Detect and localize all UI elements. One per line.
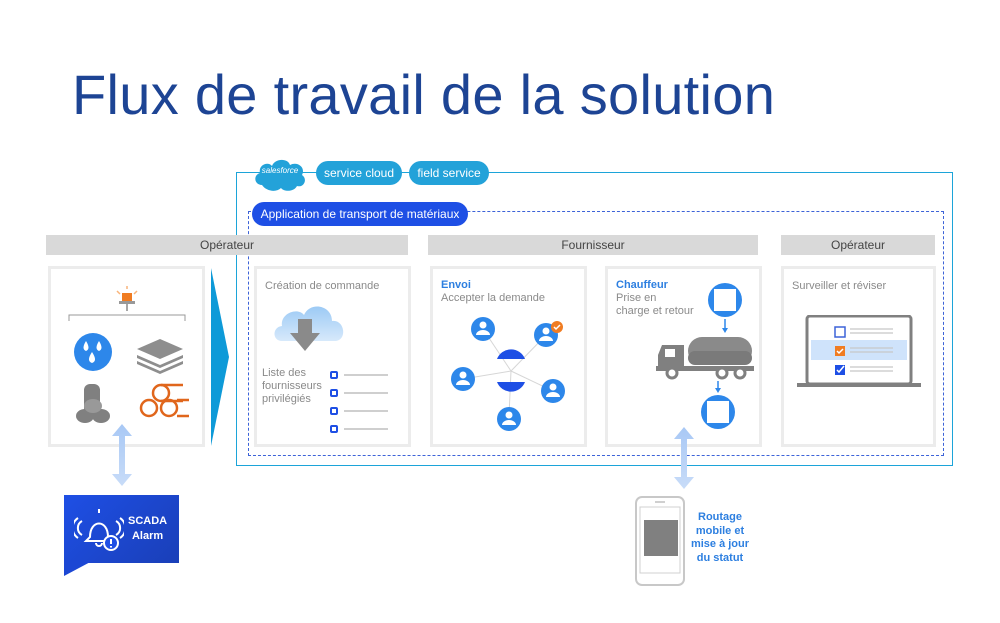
bidirectional-arrow-icon [112,424,132,486]
driver-card: Chauffeur Prise en charge et retour [605,266,762,447]
pickup-location-icon [708,283,742,317]
service-cloud-pill: service cloud [316,161,402,185]
truck-route-illustration [656,283,754,429]
pipes-icon [76,384,110,423]
field-service-pill: field service [409,161,489,185]
scada-speech-tail [64,560,94,576]
checkbox-icon [330,371,338,379]
page-title: Flux de travail de la solution [72,63,776,126]
app-label-pill: Application de transport de matériaux [252,202,468,226]
cloud-download-icon [274,306,344,351]
order-creation-card: Création de commande Liste des fournisse… [254,266,411,447]
monitor-card: Surveiller et réviser [781,266,936,447]
bidirectional-arrow-icon [674,427,694,489]
alarm-beacon-icon [116,286,138,311]
dispatch-subtitle: Accepter la demande [441,292,545,304]
stacked-sheets-icon [137,339,183,374]
dispatch-card: Envoi Accepter la demande [430,266,587,447]
supplier-list-row [330,366,388,384]
alarm-bell-icon [74,509,124,551]
mobile-routing-label: Routage mobile et mise à jour du statut [690,511,750,564]
logs-icon [139,383,189,418]
tanker-truck-icon [656,337,754,380]
person-icon [541,379,565,403]
materials-card [48,266,205,447]
person-icon [471,317,495,341]
driver-subtitle: Prise en charge et retour [616,292,694,317]
flow-arrow-icon [211,268,229,446]
application-frame [248,211,944,456]
supplier-list-row [330,384,388,402]
supplier-list-row [330,420,388,438]
order-card-title: Création de commande [265,280,380,292]
lane-header-operator-2: Opérateur [781,235,935,255]
supplier-list-row [330,402,388,420]
dropoff-location-icon [701,395,735,429]
preferred-suppliers-label: Liste des fournisseurs privilégiés [262,367,322,405]
laptop-checklist-icon [797,315,921,387]
lane-header-supplier: Fournisseur [428,235,758,255]
person-accepted-icon [534,321,563,347]
driver-title: Chauffeur [616,279,668,291]
dispatch-network-illustration [451,317,565,431]
person-icon [497,407,521,431]
checkbox-icon [330,389,338,397]
person-icon [451,367,475,391]
salesforce-logo-text: salesforce [261,166,299,175]
supplier-list [330,366,388,438]
monitor-title: Surveiller et réviser [792,280,887,292]
dispatch-title: Envoi [441,279,471,291]
materials-illustration [68,286,189,423]
lane-header-operator-1: Opérateur [46,235,408,255]
salesforce-logo-icon [255,159,305,191]
scada-alarm-badge [64,495,179,563]
scada-alarm-label: SCADA Alarm [128,515,168,542]
salesforce-frame [236,172,953,466]
checkbox-icon [330,407,338,415]
checkbox-icon [330,425,338,433]
water-drops-icon [74,333,112,371]
mobile-phone-icon [635,496,685,586]
